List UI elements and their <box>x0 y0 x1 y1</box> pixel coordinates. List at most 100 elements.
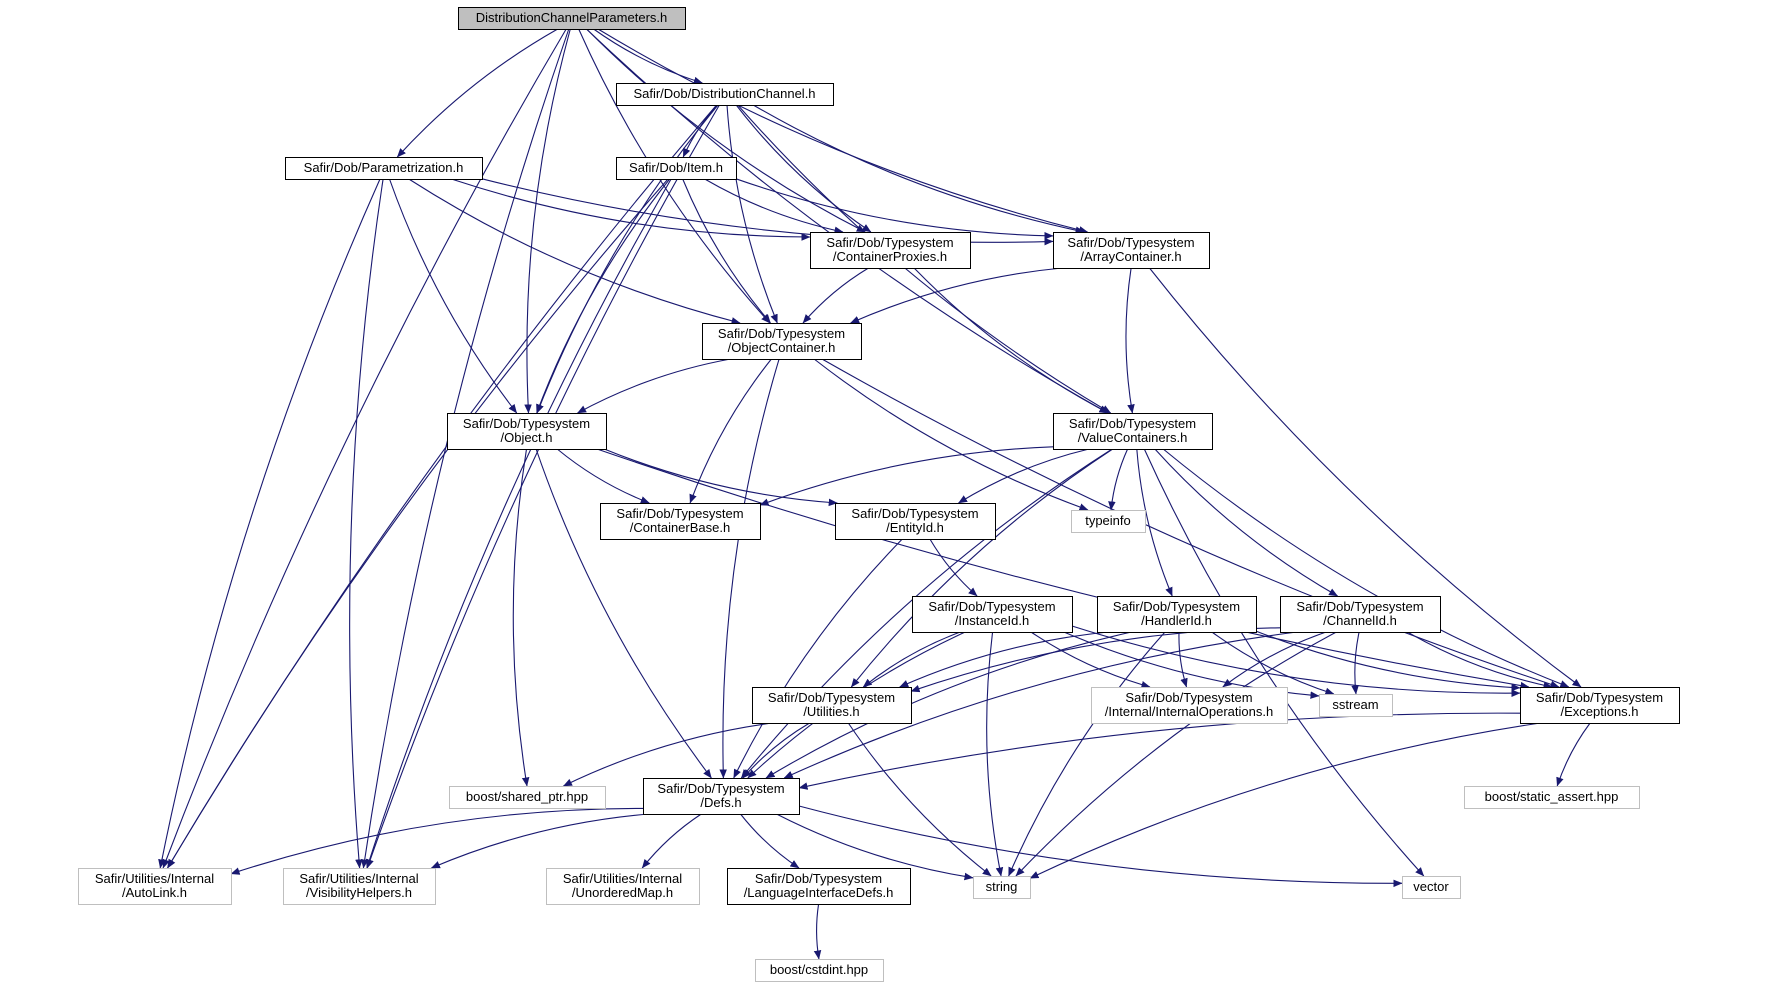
edge-valcont-to-typeinfo <box>1108 448 1129 511</box>
edge-valcont-to-exceptions <box>1162 448 1570 688</box>
node-arrcont[interactable]: Safir/Dob/Typesystem/ArrayContainer.h <box>1053 232 1210 269</box>
node-valcont[interactable]: Safir/Dob/Typesystem/ValueContainers.h <box>1053 413 1213 450</box>
edge-exceptions-to-staticassert <box>1556 722 1591 787</box>
node-box <box>458 7 686 30</box>
node-label: DistributionChannelParameters.h <box>476 10 667 25</box>
node-label: vector <box>1413 879 1449 894</box>
node-label: Safir/Dob/Typesystem <box>826 235 953 250</box>
node-label: boost/static_assert.hpp <box>1485 789 1619 804</box>
node-instid[interactable]: Safir/Dob/Typesystem/InstanceId.h <box>912 596 1073 633</box>
node-label: Safir/Dob/Typesystem <box>1296 599 1423 614</box>
node-sharedptr: boost/shared_ptr.hpp <box>449 786 606 809</box>
edge-object-to-defs <box>535 448 712 779</box>
edge-object-to-entityid <box>603 448 838 507</box>
edge-param-to-arrcont <box>481 178 1054 246</box>
node-label: Safir/Dob/Typesystem <box>1067 235 1194 250</box>
node-box <box>810 232 971 269</box>
node-channelid[interactable]: Safir/Dob/Typesystem/ChannelId.h <box>1280 596 1441 633</box>
node-label: Safir/Dob/Typesystem <box>928 599 1055 614</box>
node-box <box>447 413 607 450</box>
edge-objcont-to-object <box>577 358 731 414</box>
edge-valcont-to-contbase <box>759 446 1054 506</box>
edge-object-to-contbase <box>556 448 650 504</box>
node-defs[interactable]: Safir/Dob/Typesystem/Defs.h <box>643 778 800 815</box>
edge-item-to-arrcont <box>735 178 1054 240</box>
node-entityid[interactable]: Safir/Dob/Typesystem/EntityId.h <box>835 503 996 540</box>
node-root[interactable]: DistributionChannelParameters.h <box>458 7 686 30</box>
node-label: /AutoLink.h <box>122 885 187 900</box>
node-label: Safir/Dob/Typesystem <box>1536 690 1663 705</box>
node-label: /InstanceId.h <box>955 613 1029 628</box>
node-label: /ContainerBase.h <box>630 520 730 535</box>
node-cstdint: boost/cstdint.hpp <box>755 959 884 982</box>
edge-objcont-to-exceptions <box>821 358 1560 688</box>
node-box <box>616 83 834 106</box>
edge-handlerid-to-intops <box>1178 631 1188 688</box>
edge-instid-to-utilities <box>862 631 961 688</box>
edge-channelid-to-exceptions <box>1407 631 1553 689</box>
edge-defs-to-vishelp <box>430 813 649 869</box>
edge-item-to-contprox <box>704 178 844 234</box>
edge-handlerid-to-utilities <box>899 631 1109 688</box>
edge-arrcont-to-objcont <box>850 267 1062 324</box>
node-label: Safir/Dob/Typesystem <box>463 416 590 431</box>
nodes: DistributionChannelParameters.hSafir/Dob… <box>78 7 1680 982</box>
edge-defs-to-vector <box>798 805 1403 888</box>
node-label: Safir/Dob/Parametrization.h <box>304 160 464 175</box>
edge-instid-to-string <box>986 631 1004 877</box>
edge-channelid-to-intops <box>1222 631 1327 688</box>
node-objcont[interactable]: Safir/Dob/Typesystem/ObjectContainer.h <box>702 323 862 360</box>
edge-distchan-to-autolink <box>167 104 718 869</box>
edge-utilities-to-sharedptr <box>562 722 772 787</box>
node-label: /ArrayContainer.h <box>1080 249 1181 264</box>
node-box <box>727 868 911 905</box>
edge-arrcont-to-exceptions <box>1149 267 1582 688</box>
node-label: /HandlerId.h <box>1141 613 1212 628</box>
edge-distchan-to-vishelp <box>366 104 720 869</box>
edge-utilities-to-defs <box>742 722 810 779</box>
node-distchan[interactable]: Safir/Dob/DistributionChannel.h <box>616 83 834 106</box>
node-box <box>1280 596 1441 633</box>
edge-valcont-to-vector <box>1143 448 1425 877</box>
node-label: Safir/Utilities/Internal <box>299 871 418 886</box>
node-sstream: sstream <box>1319 694 1393 717</box>
node-label: Safir/Dob/Typesystem <box>1069 416 1196 431</box>
edge-distchan-to-contprox <box>735 104 872 233</box>
edge-root-to-distchan <box>593 28 703 85</box>
node-label: typeinfo <box>1085 513 1131 528</box>
edge-root-to-arrcont <box>597 28 1089 234</box>
node-label: Safir/Dob/Typesystem <box>1125 690 1252 705</box>
node-label: Safir/Dob/Typesystem <box>657 781 784 796</box>
node-box <box>755 959 884 982</box>
edge-langif-to-cstdint <box>813 903 822 960</box>
node-contbase[interactable]: Safir/Dob/Typesystem/ContainerBase.h <box>600 503 761 540</box>
node-param[interactable]: Safir/Dob/Parametrization.h <box>285 157 483 180</box>
node-box <box>835 503 996 540</box>
node-label: Safir/Dob/Typesystem <box>768 690 895 705</box>
edge-param-to-vishelp <box>349 178 384 869</box>
node-utilities[interactable]: Safir/Dob/Typesystem/Utilities.h <box>752 687 912 724</box>
node-handlerid[interactable]: Safir/Dob/Typesystem/HandlerId.h <box>1097 596 1257 633</box>
edge-arrcont-to-valcont <box>1125 267 1135 414</box>
edge-object-to-exceptions <box>596 448 1530 690</box>
node-box <box>78 868 232 905</box>
node-label: Safir/Dob/Typesystem <box>1113 599 1240 614</box>
node-label: /UnorderedMap.h <box>572 885 673 900</box>
node-vector: vector <box>1402 876 1461 899</box>
node-label: /ContainerProxies.h <box>833 249 947 264</box>
node-label: Safir/Dob/Typesystem <box>851 506 978 521</box>
edge-item-to-autolink <box>167 178 669 869</box>
edge-contprox-to-objcont <box>802 267 869 324</box>
edge-param-to-autolink <box>158 178 381 869</box>
node-box <box>616 157 737 180</box>
node-item[interactable]: Safir/Dob/Item.h <box>616 157 737 180</box>
node-box <box>449 786 606 809</box>
edge-valcont-to-entityid <box>958 448 1090 504</box>
node-contprox[interactable]: Safir/Dob/Typesystem/ContainerProxies.h <box>810 232 971 269</box>
edge-valcont-to-handlerid <box>1136 448 1173 597</box>
node-object[interactable]: Safir/Dob/Typesystem/Object.h <box>447 413 607 450</box>
node-exceptions[interactable]: Safir/Dob/Typesystem/Exceptions.h <box>1520 687 1680 724</box>
edge-root-to-autolink <box>162 28 567 869</box>
node-label: /Utilities.h <box>803 704 859 719</box>
node-langif[interactable]: Safir/Dob/Typesystem/LanguageInterfaceDe… <box>727 868 911 905</box>
